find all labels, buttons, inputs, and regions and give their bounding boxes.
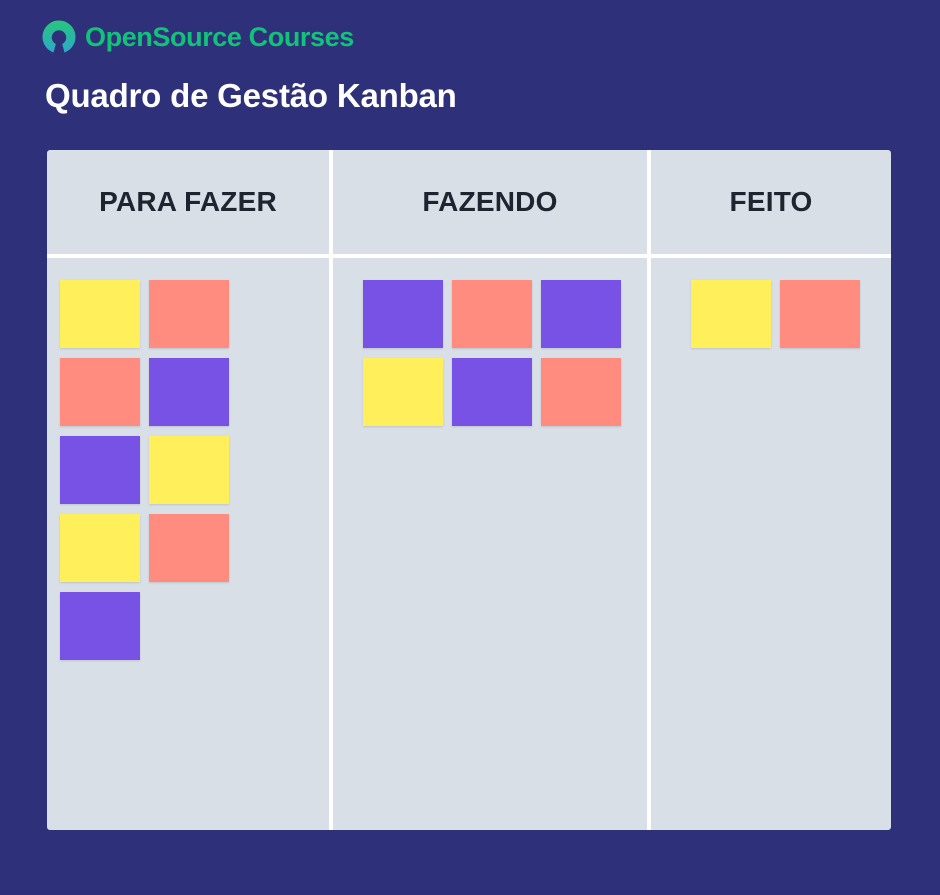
column-header-fazendo: FAZENDO: [422, 186, 558, 217]
sticky-note-yellow[interactable]: [691, 280, 771, 348]
sticky-note-purple[interactable]: [60, 436, 140, 504]
sticky-note-yellow[interactable]: [60, 514, 140, 582]
sticky-note-purple[interactable]: [541, 280, 621, 348]
header-divider: [47, 254, 891, 258]
column-divider: [647, 150, 651, 830]
sticky-note-yellow[interactable]: [363, 358, 443, 426]
sticky-note-yellow[interactable]: [60, 280, 140, 348]
column-header-feito: FEITO: [729, 186, 813, 217]
page-title: Quadro de Gestão Kanban: [45, 77, 457, 114]
column-header-para-fazer: PARA FAZER: [99, 186, 277, 217]
sticky-note-salmon[interactable]: [149, 280, 229, 348]
sticky-note-purple[interactable]: [452, 358, 532, 426]
sticky-note-salmon[interactable]: [780, 280, 860, 348]
sticky-note-salmon[interactable]: [149, 514, 229, 582]
brand-name: OpenSource Courses: [85, 22, 354, 52]
sticky-note-purple[interactable]: [363, 280, 443, 348]
sticky-note-salmon[interactable]: [60, 358, 140, 426]
sticky-note-salmon[interactable]: [541, 358, 621, 426]
sticky-note-salmon[interactable]: [452, 280, 532, 348]
sticky-note-purple[interactable]: [149, 358, 229, 426]
open-source-logo-icon: [42, 20, 76, 53]
kanban-board: PARA FAZER FAZENDO FEITO: [47, 150, 891, 830]
brand-logo: OpenSource Courses: [42, 20, 354, 54]
sticky-note-purple[interactable]: [60, 592, 140, 660]
column-divider: [329, 150, 333, 830]
sticky-note-yellow[interactable]: [149, 436, 229, 504]
